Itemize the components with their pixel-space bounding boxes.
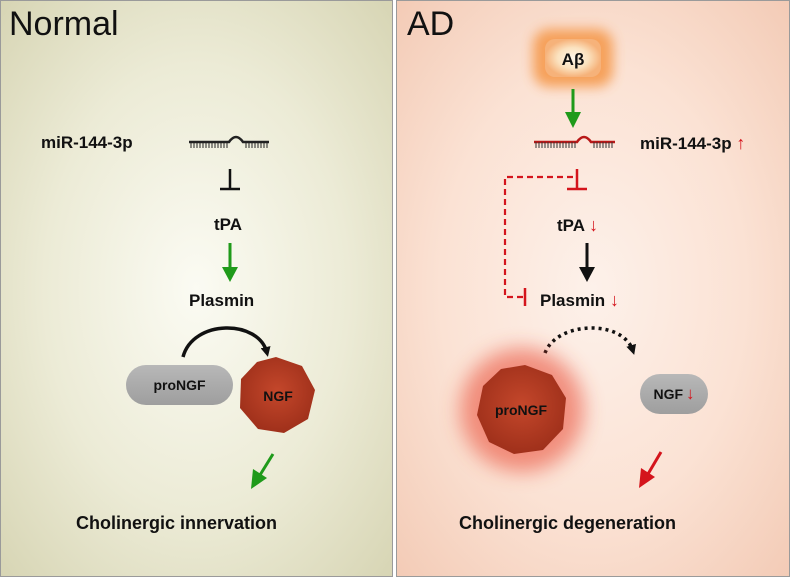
normal-title: Normal xyxy=(9,5,119,43)
normal-prongf-label: proNGF xyxy=(153,377,206,393)
ad-tpa-down-icon: ↓ xyxy=(589,215,599,235)
ad-mirna-row: miR-144-3p ↑ xyxy=(640,133,745,154)
normal-plasmin-label: Plasmin xyxy=(189,291,255,310)
ad-prongf-label: proNGF xyxy=(495,402,548,418)
normal-ngf-node: NGF xyxy=(240,357,315,433)
normal-conversion-arrow xyxy=(181,326,271,358)
ad-ngf-down-icon: ↓ xyxy=(686,384,695,403)
normal-inhibit-mirna-tpa xyxy=(220,169,240,191)
ad-inhibit-mirna-tpa xyxy=(567,169,587,191)
normal-outcome-label: Cholinergic innervation xyxy=(76,513,278,533)
ad-tpa-row: tPA ↓ xyxy=(557,215,598,236)
ad-mirna-up-icon: ↑ xyxy=(736,133,746,153)
normal-diagram-graphics: NGF xyxy=(181,135,315,489)
ad-mirna-label: miR-144-3p xyxy=(640,134,732,153)
ad-arrow-tpa-plasmin xyxy=(579,243,595,282)
ad-title: AD xyxy=(407,5,455,43)
normal-arrow-tpa-plasmin xyxy=(222,243,238,282)
normal-ngf-label: NGF xyxy=(263,388,293,404)
ad-diagram-graphics: Aβ xyxy=(460,29,663,488)
ad-plasmin-label: Plasmin xyxy=(540,291,606,310)
normal-prongf-pill: proNGF xyxy=(126,365,233,405)
ad-ngf-pill: NGF ↓ xyxy=(640,374,708,414)
ad-abeta-node: Aβ xyxy=(533,29,613,87)
normal-panel: Normal miR-144-3p tPA Plasmin proNGF xyxy=(0,0,393,577)
normal-mirna-label: miR-144-3p xyxy=(41,133,133,152)
ad-outcome-label: Cholinergic degeneration xyxy=(459,513,677,533)
ad-abeta-label: Aβ xyxy=(562,50,585,69)
ad-arrow-abeta-mirna xyxy=(565,89,581,128)
normal-tpa-label: tPA xyxy=(214,215,243,234)
ad-arrow-outcome xyxy=(639,451,663,488)
ad-panel: AD Aβ xyxy=(396,0,790,577)
normal-mirna-icon xyxy=(189,135,269,148)
normal-arrow-outcome xyxy=(251,453,275,489)
ad-plasmin-down-icon: ↓ xyxy=(609,290,619,310)
ad-dashed-inhibit-plasmin xyxy=(503,175,573,306)
ad-plasmin-row: Plasmin ↓ xyxy=(540,290,619,311)
ad-ngf-label: NGF xyxy=(653,386,684,402)
ad-tpa-label: tPA xyxy=(557,216,585,235)
ad-prongf-node: proNGF xyxy=(460,348,584,472)
ad-conversion-arrow-dotted xyxy=(543,326,636,355)
ad-mirna-icon xyxy=(534,135,615,148)
